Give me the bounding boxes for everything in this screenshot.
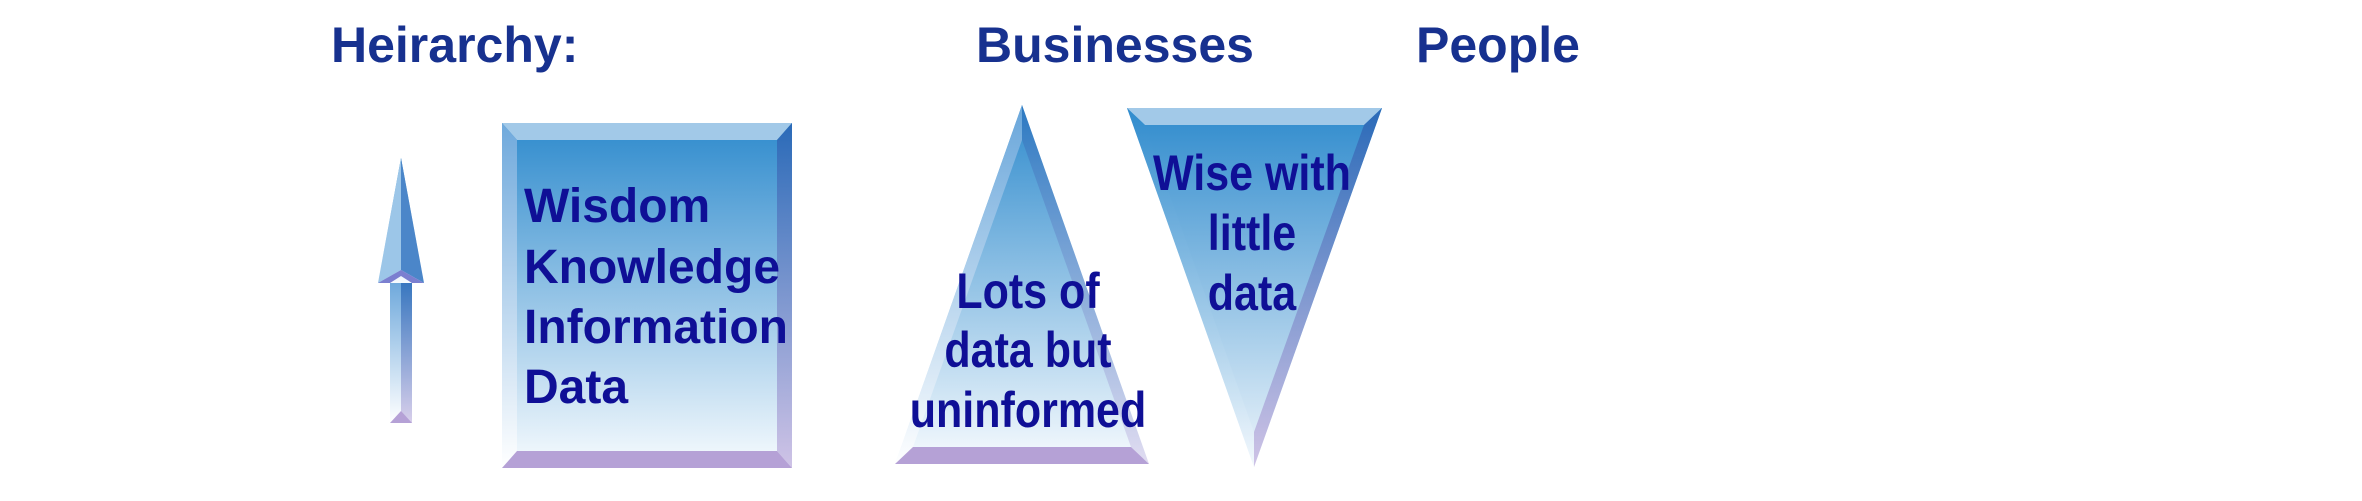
people-line-2: little	[1208, 205, 1296, 261]
people-title: People	[1416, 17, 1580, 73]
hierarchy-level-knowledge: Knowledge	[524, 241, 780, 294]
hierarchy-level-data: Data	[524, 361, 628, 414]
hierarchy-title: Heirarchy:	[331, 17, 578, 73]
businesses-title: Businesses	[976, 17, 1254, 73]
hierarchy-level-wisdom: Wisdom	[524, 180, 710, 233]
people-line-1: Wise with	[1153, 145, 1351, 201]
up-arrow-icon	[378, 158, 424, 423]
hierarchy-box: Wisdom Knowledge Information Data	[502, 123, 792, 468]
people-line-3: data	[1208, 265, 1297, 321]
businesses-triangle: Lots of data but uninformed	[895, 105, 1149, 464]
hierarchy-level-information: Information	[524, 301, 788, 354]
people-triangle: Wise with little data	[1127, 108, 1382, 467]
businesses-line-1: Lots of	[956, 263, 1100, 319]
businesses-line-2: data but	[944, 322, 1111, 378]
businesses-line-3: uninformed	[910, 382, 1146, 438]
